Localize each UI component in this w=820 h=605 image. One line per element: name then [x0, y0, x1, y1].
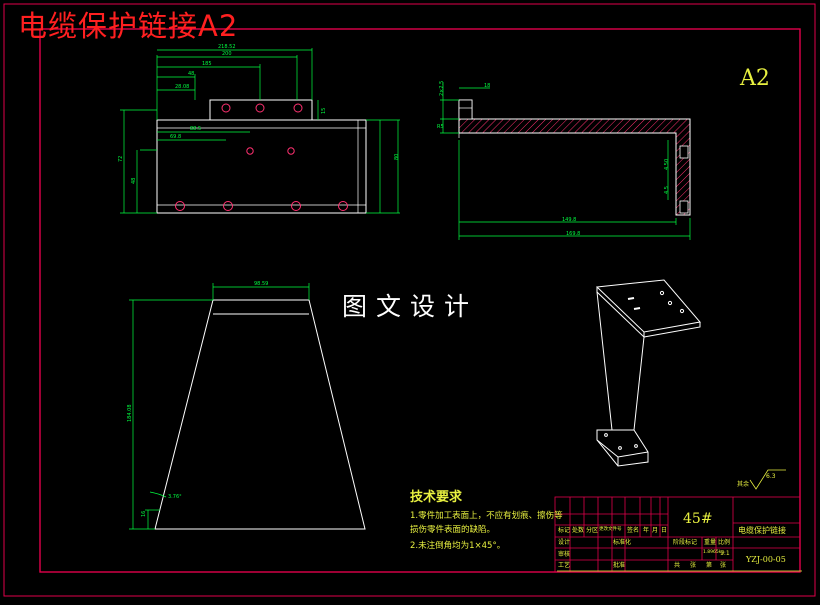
outer-border [3, 3, 816, 597]
overlay-title: 电缆保护链接A2 [18, 9, 239, 43]
top-view-dim-labels: 218.52 200 185 48 28.08 15 88.5 69.8 72 … [118, 44, 400, 184]
dim-4-50: 4.50 [664, 159, 670, 170]
tb-row-design: 设计 [558, 539, 571, 546]
side-view-section [458, 99, 691, 216]
watermark: 图文设计 [342, 292, 479, 321]
tb-row-review: 审核 [558, 551, 571, 558]
tb-scale-label: 比例 [718, 539, 731, 546]
dim-185: 185 [202, 61, 212, 67]
dim-angle: 3.76° [168, 494, 182, 500]
dim-28: 28.08 [175, 84, 189, 90]
top-view-dimensions [120, 48, 400, 214]
top-view [156, 99, 367, 214]
dim-15: 15 [321, 108, 327, 114]
dim-48v: 48 [131, 178, 137, 184]
side-view-dim-labels: 2×2.5 18 149.8 169.8 R5 4.50 4.5 [437, 81, 670, 237]
dim-18: 18 [484, 83, 490, 89]
tech-requirement-line-2: 损伤零件表面的缺陷。 [410, 525, 496, 535]
title-block [554, 496, 801, 573]
tb-header-5: 年 [643, 527, 650, 534]
isometric-view [595, 279, 701, 467]
paper-size-label: A2 [740, 66, 770, 91]
tb-material: 45# [683, 511, 713, 527]
tb-header-7: 日 [661, 527, 668, 534]
dim-16: 16 [141, 511, 147, 517]
tb-row-standard: 标准化 [613, 539, 632, 546]
tb-stage-label: 阶段标记 [673, 539, 698, 546]
tb-row-process: 工艺 [558, 562, 571, 569]
dim-48: 48 [188, 71, 194, 77]
tb-header-4: 签名 [627, 527, 640, 534]
front-view-dim-labels: 98.59 184.08 16 3.76° [127, 281, 268, 517]
inner-border [39, 28, 801, 573]
dim-184: 184.08 [127, 405, 133, 423]
tb-row-approve: 批准 [613, 562, 626, 569]
side-view-dimensions [440, 82, 691, 240]
dim-4-5: 4.5 [664, 186, 670, 194]
front-view-outline [154, 299, 366, 530]
tb-header-1: 处数 [572, 527, 585, 534]
front-view-dimensions [129, 283, 310, 530]
dim-80: 80 [394, 154, 400, 160]
side-view [458, 99, 691, 216]
tb-header-0: 标记 [558, 527, 571, 534]
tb-part-name: 电缆保护链接 [738, 526, 786, 535]
tb-drawing-no: YZJ-00-05 [746, 555, 786, 564]
top-view-holes [175, 103, 348, 211]
dim-88: 88.5 [190, 126, 201, 132]
top-view-tab [209, 99, 313, 121]
tb-weight-label: 重量 [704, 539, 717, 546]
tech-requirements-title: 技术要求 [410, 490, 463, 505]
tb-sheet-unit-2: 张 [720, 562, 727, 569]
dim-98: 98.59 [254, 281, 268, 287]
tb-header-6: 月 [652, 527, 659, 534]
tb-sheet-no: 第 [706, 562, 713, 569]
dim-69: 69.8 [170, 134, 181, 140]
tb-scale-value: 1:1 [720, 550, 730, 557]
tb-weight-value: 1.8965kg [703, 550, 725, 555]
tech-requirement-line-3: 2.未注倒角均为1×45°。 [410, 541, 506, 551]
dim-72: 72 [118, 156, 124, 162]
front-view [154, 299, 366, 530]
dim-r5: R5 [437, 124, 444, 130]
surface-finish-value: 6.3 [766, 473, 776, 480]
dim-218: 218.52 [218, 44, 236, 50]
dim-149: 149.8 [562, 217, 576, 223]
tech-requirement-line-1: 1.零件加工表面上，不应有划痕、擦伤等 [410, 511, 563, 521]
surface-finish-label: 其余 [737, 480, 749, 488]
tb-sheet-total: 共 [674, 562, 681, 569]
surface-finish-symbol [749, 469, 786, 490]
top-view-plate [156, 119, 367, 214]
dim-2x2: 2×2.5 [439, 81, 445, 96]
tb-sheet-unit-1: 张 [690, 562, 697, 569]
dim-169: 169.8 [566, 231, 580, 237]
tb-header-2: 分区 [586, 527, 599, 534]
dim-200: 200 [222, 51, 232, 57]
tb-header-3: 更改文件号 [599, 527, 622, 532]
